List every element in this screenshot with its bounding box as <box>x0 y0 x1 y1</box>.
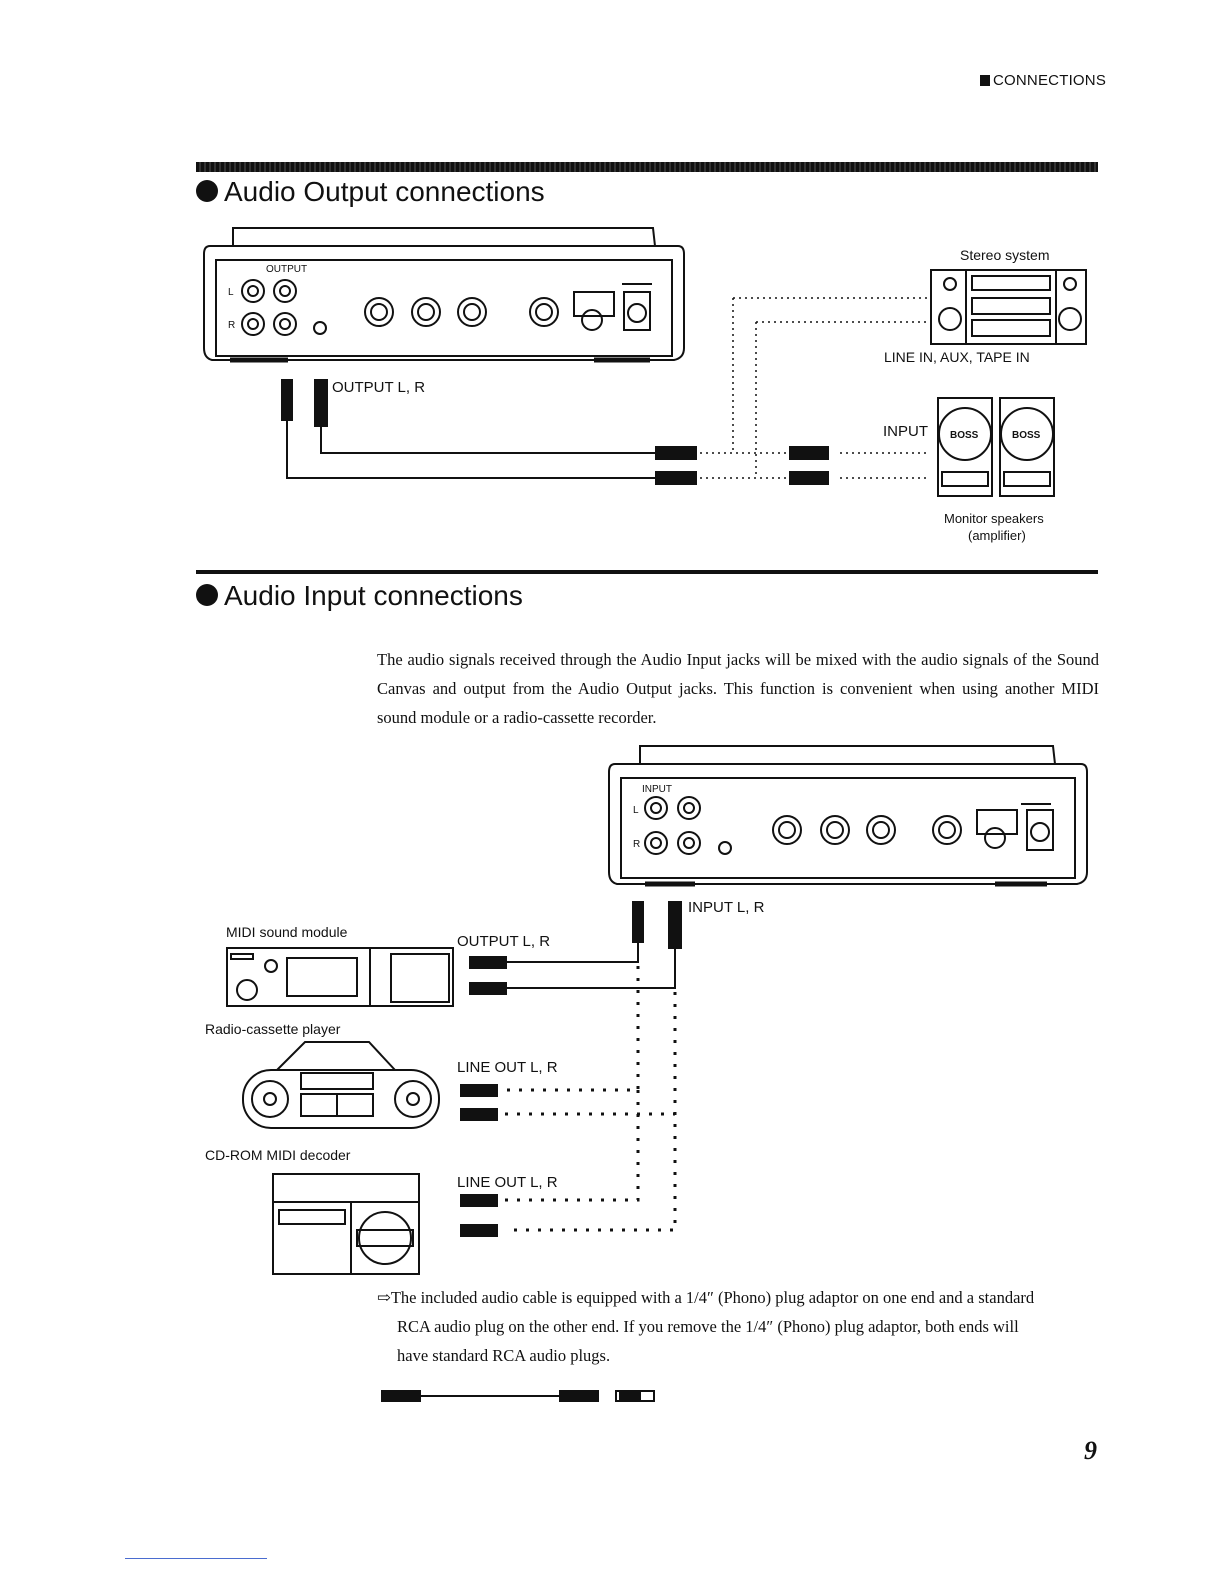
input-plug-label: INPUT L, R <box>688 899 765 916</box>
midi-module-label: MIDI sound module <box>226 924 348 940</box>
cdrom-line-out-label: LINE OUT L, R <box>457 1174 558 1191</box>
note-line-3: have standard RCA audio plugs. <box>397 1346 611 1365</box>
jack-label-r: R <box>633 839 640 850</box>
bullet-icon <box>196 180 218 202</box>
midi-module-output-label: OUTPUT L, R <box>457 933 550 950</box>
cdrom-decoder-label: CD-ROM MIDI decoder <box>205 1147 351 1163</box>
monitor-input-label: INPUT <box>883 423 928 440</box>
note-line-2: RCA audio plug on the other end. If you … <box>397 1317 1019 1336</box>
input-description: The audio signals received through the A… <box>377 650 1099 727</box>
speaker-brand-left: BOSS <box>950 430 979 441</box>
panel-label-input: INPUT <box>642 784 672 795</box>
panel-label-output: OUTPUT <box>266 264 307 275</box>
square-bullet-icon <box>980 75 990 86</box>
cable-note: ⇨The included audio cable is equipped wi… <box>377 1283 1101 1370</box>
radio-cassette-label: Radio-cassette player <box>205 1021 341 1037</box>
note-line-1: ⇨The included audio cable is equipped wi… <box>377 1288 1035 1307</box>
jack-label-r: R <box>228 320 235 331</box>
speaker-brand-right: BOSS <box>1012 430 1041 441</box>
footer-line <box>125 1558 267 1559</box>
jack-label-l: L <box>633 805 639 816</box>
stereo-system-label: Stereo system <box>960 247 1049 263</box>
section-divider <box>196 162 1098 172</box>
output-connection-diagram: OUTPUT L R OUTPUT L, R Stereo system LIN… <box>203 227 1087 543</box>
cable-illustration <box>381 1390 655 1402</box>
output-plug-label: OUTPUT L, R <box>332 379 425 396</box>
section-tag: CONNECTIONS <box>980 72 1106 89</box>
input-section-title: Audio Input connections <box>196 580 523 612</box>
input-connection-diagram: INPUT L R INPUT L, R MIDI sound module O… <box>205 745 1088 1275</box>
jack-label-l: L <box>228 287 234 298</box>
page-number: 9 <box>1084 1436 1097 1465</box>
bullet-icon <box>196 584 218 606</box>
monitor-amplifier-label: (amplifier) <box>968 528 1026 543</box>
section-divider <box>196 570 1098 574</box>
stereo-input-label: LINE IN, AUX, TAPE IN <box>884 349 1030 365</box>
radio-line-out-label: LINE OUT L, R <box>457 1059 558 1076</box>
monitor-speakers-label: Monitor speakers <box>944 511 1044 526</box>
output-section-title: Audio Output connections <box>196 176 545 208</box>
